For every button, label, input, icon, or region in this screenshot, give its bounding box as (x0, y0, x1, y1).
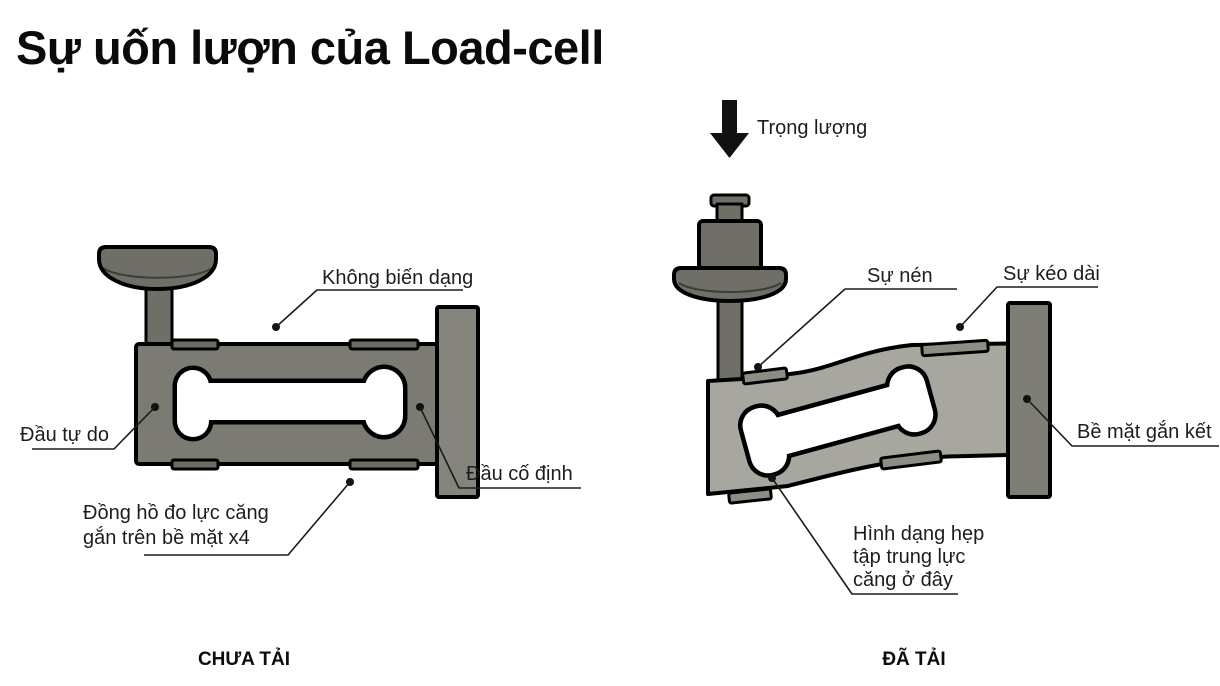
mounting-plate-unloaded (435, 305, 480, 499)
loaded-diagram: Trọng lượng (672, 100, 1219, 670)
strain-gauge-tab-shape (741, 366, 789, 386)
unloaded-diagram: Không biến dạng Đầu tự do Đồng hồ đo lực… (20, 245, 581, 670)
strain-gauge-tab (879, 449, 943, 471)
label-no-deformation: Không biến dạng (322, 267, 473, 289)
leader-line (1026, 398, 1219, 447)
leader-line (32, 406, 156, 450)
label-narrow-shape-line1: Hình dạng hẹp (853, 523, 984, 545)
caption-loaded: ĐÃ TẢI (882, 648, 945, 670)
screw-block (697, 219, 763, 272)
strain-gauge-tab (741, 366, 789, 386)
leader-line (275, 289, 463, 328)
load-button-cap-rim (102, 267, 213, 279)
bone-cutout (172, 364, 408, 442)
leader-line (771, 477, 958, 595)
screw-flange-rim (678, 282, 782, 293)
leader-line (757, 288, 957, 368)
label-strain-gauge-line2: gắn trên bề mặt x4 (83, 526, 250, 549)
screw-flange (672, 266, 788, 303)
strain-gauge-tab (348, 338, 420, 351)
label-compression: Sự nén (867, 265, 933, 287)
leader-line (419, 406, 581, 489)
label-tension: Sự kéo dài (1003, 263, 1100, 285)
label-narrow-shape-line3: căng ở đây (853, 569, 953, 591)
label-narrow-shape-line2: tập trung lực (853, 546, 965, 568)
strain-gauge-tab (920, 338, 990, 358)
page-title: Sự uốn lượn của Load-cell (16, 21, 604, 74)
bone-cutout (738, 364, 938, 478)
screw-stem (716, 297, 744, 389)
caption-unloaded: CHƯA TẢI (198, 648, 290, 670)
weight-arrow-icon (710, 100, 749, 158)
bone-cutout-part (759, 382, 917, 459)
label-strain-gauge-line1: Đồng hồ đo lực căng (83, 502, 269, 524)
strain-gauge-tab-shape (879, 449, 943, 471)
label-mounting-surface: Bề mặt gắn kết (1077, 420, 1212, 443)
label-weight: Trọng lượng (757, 117, 867, 139)
strain-gauge-tab-shape (920, 338, 990, 358)
strain-gauge-tab-shape (727, 487, 773, 505)
bone-cutout-part (193, 383, 384, 420)
strain-gauge-tab (727, 487, 773, 505)
label-free-end: Đầu tự do (20, 424, 109, 446)
strain-gauge-tab (170, 458, 220, 471)
strain-gauge-tab (170, 338, 220, 351)
label-fixed-end: Đầu cố định (466, 463, 573, 485)
leader-line (144, 481, 351, 556)
strain-gauge-tab (348, 458, 420, 471)
leader-line (959, 286, 1098, 328)
load-button-cap (97, 245, 218, 291)
